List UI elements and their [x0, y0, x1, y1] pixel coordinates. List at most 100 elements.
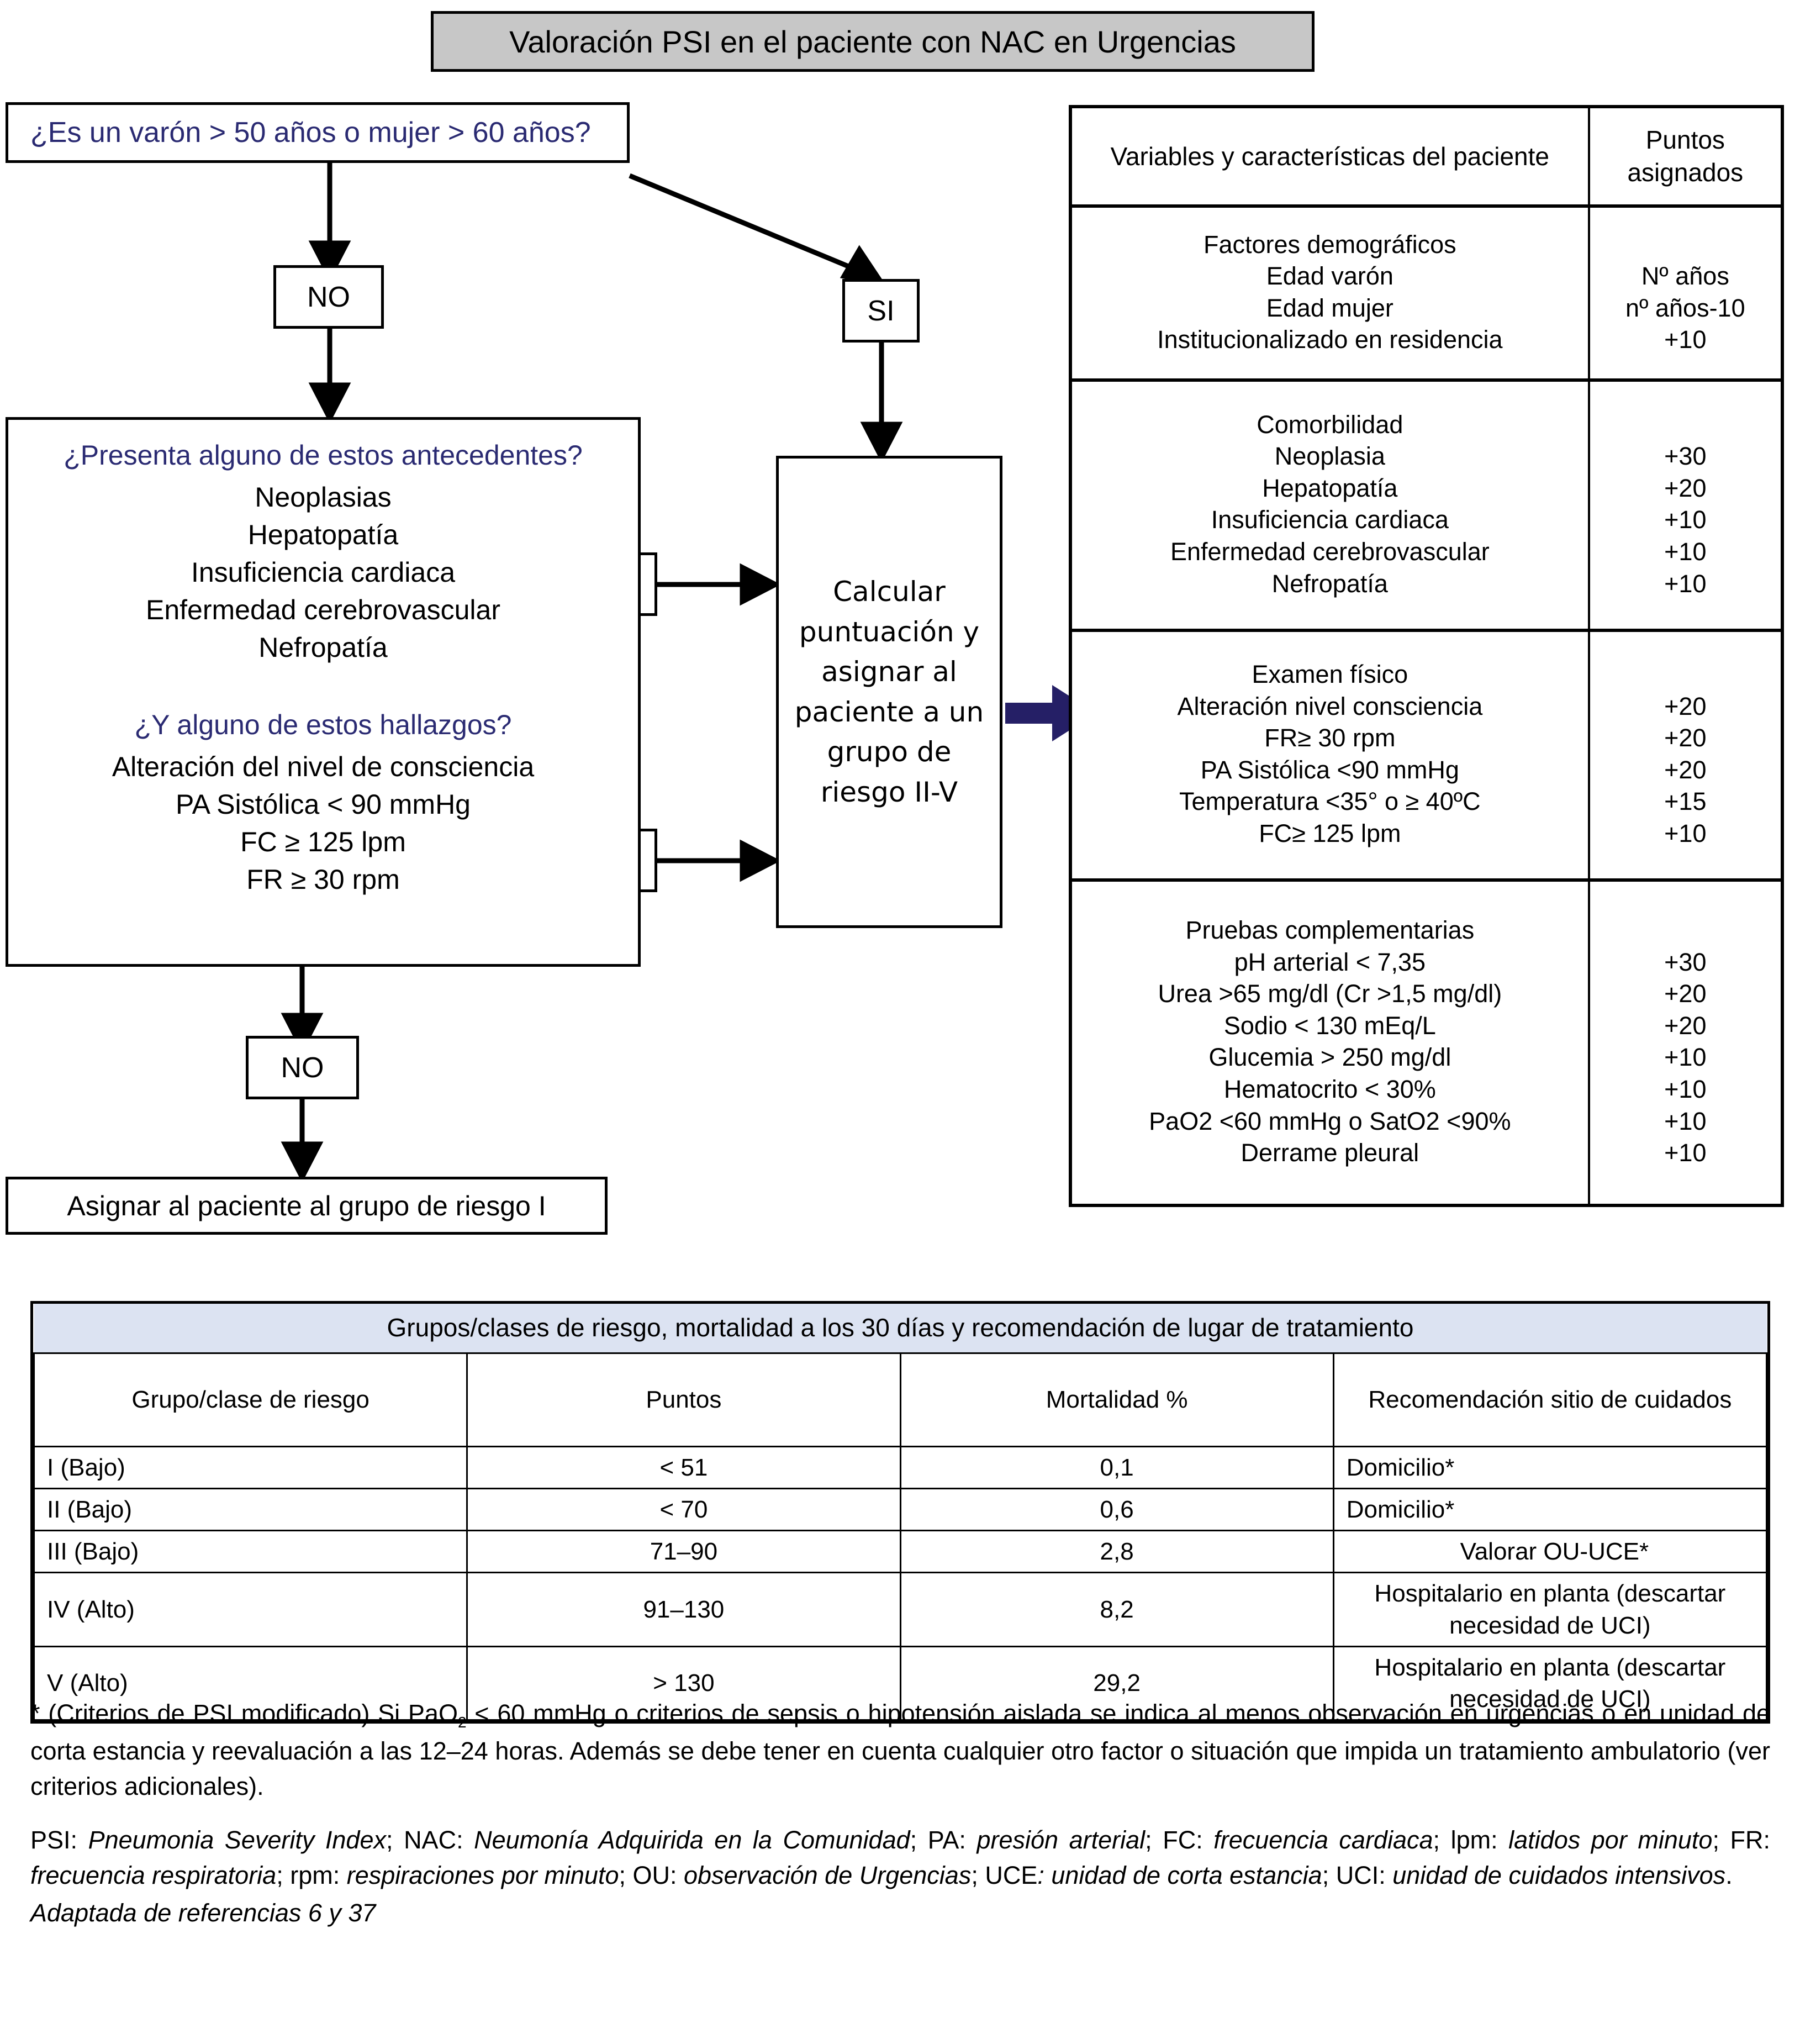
question-age-text: ¿Es un varón > 50 años o mujer > 60 años… [30, 117, 591, 149]
points-value-cell: Nº años nº años-10 +10 [1587, 206, 1781, 381]
assign-group-i-text: Asignar al paciente al grupo de riesgo I [67, 1190, 546, 1221]
table-row: III (Bajo) 71–90 2,8 Valorar OU-UCE* [33, 1530, 1768, 1574]
points-label: Hematocrito < 30% [1223, 1075, 1436, 1104]
risk-grupo: IV (Alto) [33, 1572, 468, 1647]
points-label: Hepatopatía [1262, 473, 1398, 502]
points-value-cell: +30 +20 +10 +10 +10 [1587, 380, 1781, 630]
source-note: Adaptada de referencias 6 y 37 [30, 1895, 1770, 1931]
question-hallazgos: ¿Y alguno de estos hallazgos? [134, 709, 512, 740]
decision-no-1: NO [273, 265, 384, 329]
points-value: +10 [1664, 1139, 1707, 1167]
points-label: Sodio < 130 mEq/L [1223, 1011, 1436, 1040]
footnote-part-b: < 60 mmHg o criterios de sepsis o hipote… [30, 1699, 1771, 1800]
abbrev-key: UCI: [1336, 1861, 1393, 1890]
footnote-part-a: * (Criterios de PSI modificado) Si PaO [30, 1699, 458, 1727]
points-value: +15 [1664, 787, 1707, 816]
table-row: I (Bajo) < 51 0,1 Domicilio* [33, 1445, 1768, 1489]
points-value: +10 [1664, 1043, 1707, 1072]
abbrev-key: rpm: [290, 1861, 347, 1890]
abbrev-key: OU: [632, 1861, 684, 1890]
abbrev-key: PSI: [30, 1826, 88, 1855]
risk-groups-table: Grupos/clases de riesgo, mortalidad a lo… [30, 1301, 1770, 1724]
risk-puntos: > 130 [466, 1645, 901, 1721]
points-value: +10 [1664, 1107, 1707, 1135]
abbrev-val: Neumonía Adquirida en la Comunidad [474, 1826, 910, 1855]
hallazgo-item: FC ≥ 125 lpm [240, 826, 406, 857]
points-value: +30 [1664, 947, 1707, 976]
points-label: FR≥ 30 rpm [1264, 724, 1396, 752]
risk-puntos: 71–90 [466, 1530, 901, 1574]
points-label: Nefropatía [1271, 569, 1388, 598]
risk-recomendacion: Hospitalario en planta (descartar necesi… [1332, 1572, 1768, 1647]
points-label: Insuficiencia cardiaca [1211, 505, 1449, 534]
title-frame: Valoración PSI en el paciente con NAC en… [431, 11, 1315, 72]
risk-recomendacion: Hospitalario en planta (descartar necesi… [1332, 1645, 1768, 1721]
points-value: +20 [1664, 755, 1707, 784]
assign-group-i-box: Asignar al paciente al grupo de riesgo I [6, 1177, 608, 1235]
table-row: Pruebas complementarias pH arterial < 7,… [1072, 879, 1781, 1204]
points-label: Enfermedad cerebrovascular [1170, 538, 1490, 566]
risk-header-puntos: Puntos [466, 1352, 901, 1447]
antecedentes-hallazgos-box: ¿Presenta alguno de estos antecedentes? … [6, 417, 641, 967]
risk-recomendacion: Domicilio* [1332, 1445, 1768, 1489]
calcular-puntuacion-box: Calcular puntuación y asignar al pacient… [776, 456, 1002, 928]
abbrev-val: presión arterial [976, 1826, 1146, 1855]
risk-grupo: II (Bajo) [33, 1487, 468, 1532]
risk-grupo: III (Bajo) [33, 1530, 468, 1574]
hallazgo-item: PA Sistólica < 90 mmHg [175, 789, 471, 820]
points-value-cell: +20 +20 +20 +15 +10 [1587, 630, 1781, 880]
table-row: Grupo/clase de riesgo Puntos Mortalidad … [33, 1352, 1768, 1447]
risk-puntos: < 70 [466, 1487, 901, 1532]
table-row: Examen físico Alteración nivel conscienc… [1072, 630, 1781, 880]
points-value: +20 [1664, 724, 1707, 752]
points-value: +30 [1664, 442, 1707, 471]
points-label: Neoplasia [1274, 442, 1385, 471]
points-label: Edad varón [1266, 262, 1393, 291]
points-value: +20 [1664, 1011, 1707, 1040]
risk-header-recomendacion: Recomendación sitio de cuidados [1332, 1352, 1768, 1447]
abbrev-key: FC: [1163, 1826, 1214, 1855]
footnote-subscript: 2 [457, 1714, 467, 1731]
points-label: PaO2 <60 mmHg o SatO2 <90% [1149, 1107, 1511, 1135]
abbrev-key: NAC: [404, 1826, 474, 1855]
footnote-asterisk: * (Criterios de PSI modificado) Si PaO2 … [30, 1696, 1770, 1804]
abbreviation-legend: PSI: Pneumonia Severity Index; NAC: Neum… [30, 1826, 1771, 1890]
points-value: +10 [1664, 538, 1707, 566]
abbrev-key: UCE [985, 1861, 1038, 1890]
points-value: +10 [1664, 505, 1707, 534]
section-title: Comorbilidad [1257, 410, 1403, 439]
risk-mortalidad: 0,6 [899, 1487, 1334, 1532]
calcular-puntuacion-text: Calcular puntuación y asignar al pacient… [794, 576, 984, 808]
abbrev-val: latidos por minuto [1508, 1826, 1713, 1855]
decision-no-2: NO [246, 1036, 359, 1099]
antecedente-item: Hepatopatía [247, 519, 399, 550]
abbrev-key: lpm: [1450, 1826, 1509, 1855]
risk-header-grupo: Grupo/clase de riesgo [33, 1352, 468, 1447]
points-value: +10 [1664, 569, 1707, 598]
table-row: Comorbilidad Neoplasia Hepatopatía Insuf… [1072, 380, 1781, 630]
abbrev-val: : unidad de corta estancia [1037, 1861, 1322, 1890]
abbrev-key: FR: [1730, 1826, 1771, 1855]
table-row: Grupos/clases de riesgo, mortalidad a lo… [34, 1304, 1767, 1353]
points-value: +20 [1664, 473, 1707, 502]
question-antecedentes: ¿Presenta alguno de estos antecedentes? [64, 440, 583, 471]
antecedente-item: Nefropatía [258, 632, 388, 663]
points-label: PA Sistólica <90 mmHg [1200, 755, 1459, 784]
decision-si-1: SI [842, 279, 920, 343]
points-label: Institucionalizado en residencia [1157, 325, 1503, 354]
points-label: Temperatura <35° o ≥ 40ºC [1179, 787, 1481, 816]
antecedente-item: Neoplasias [255, 482, 392, 513]
abbrev-val: frecuencia respiratoria [30, 1861, 277, 1890]
footnotes: * (Criterios de PSI modificado) Si PaO2 … [30, 1696, 1770, 1950]
section-title: Examen físico [1252, 660, 1408, 688]
risk-grupo: V (Alto) [33, 1645, 468, 1721]
risk-puntos: < 51 [466, 1445, 901, 1489]
points-label: Derrame pleural [1241, 1139, 1419, 1167]
abbrev-val: unidad de cuidados intensivos [1392, 1861, 1726, 1890]
section-title: Factores demográficos [1203, 230, 1456, 259]
points-section-cell: Pruebas complementarias pH arterial < 7,… [1072, 880, 1589, 1204]
question-age-box: ¿Es un varón > 50 años o mujer > 60 años… [6, 102, 630, 163]
points-section-cell: Examen físico Alteración nivel conscienc… [1072, 630, 1589, 880]
page-title: Valoración PSI en el paciente con NAC en… [434, 14, 1312, 69]
abbrev-key: PA: [927, 1826, 977, 1855]
